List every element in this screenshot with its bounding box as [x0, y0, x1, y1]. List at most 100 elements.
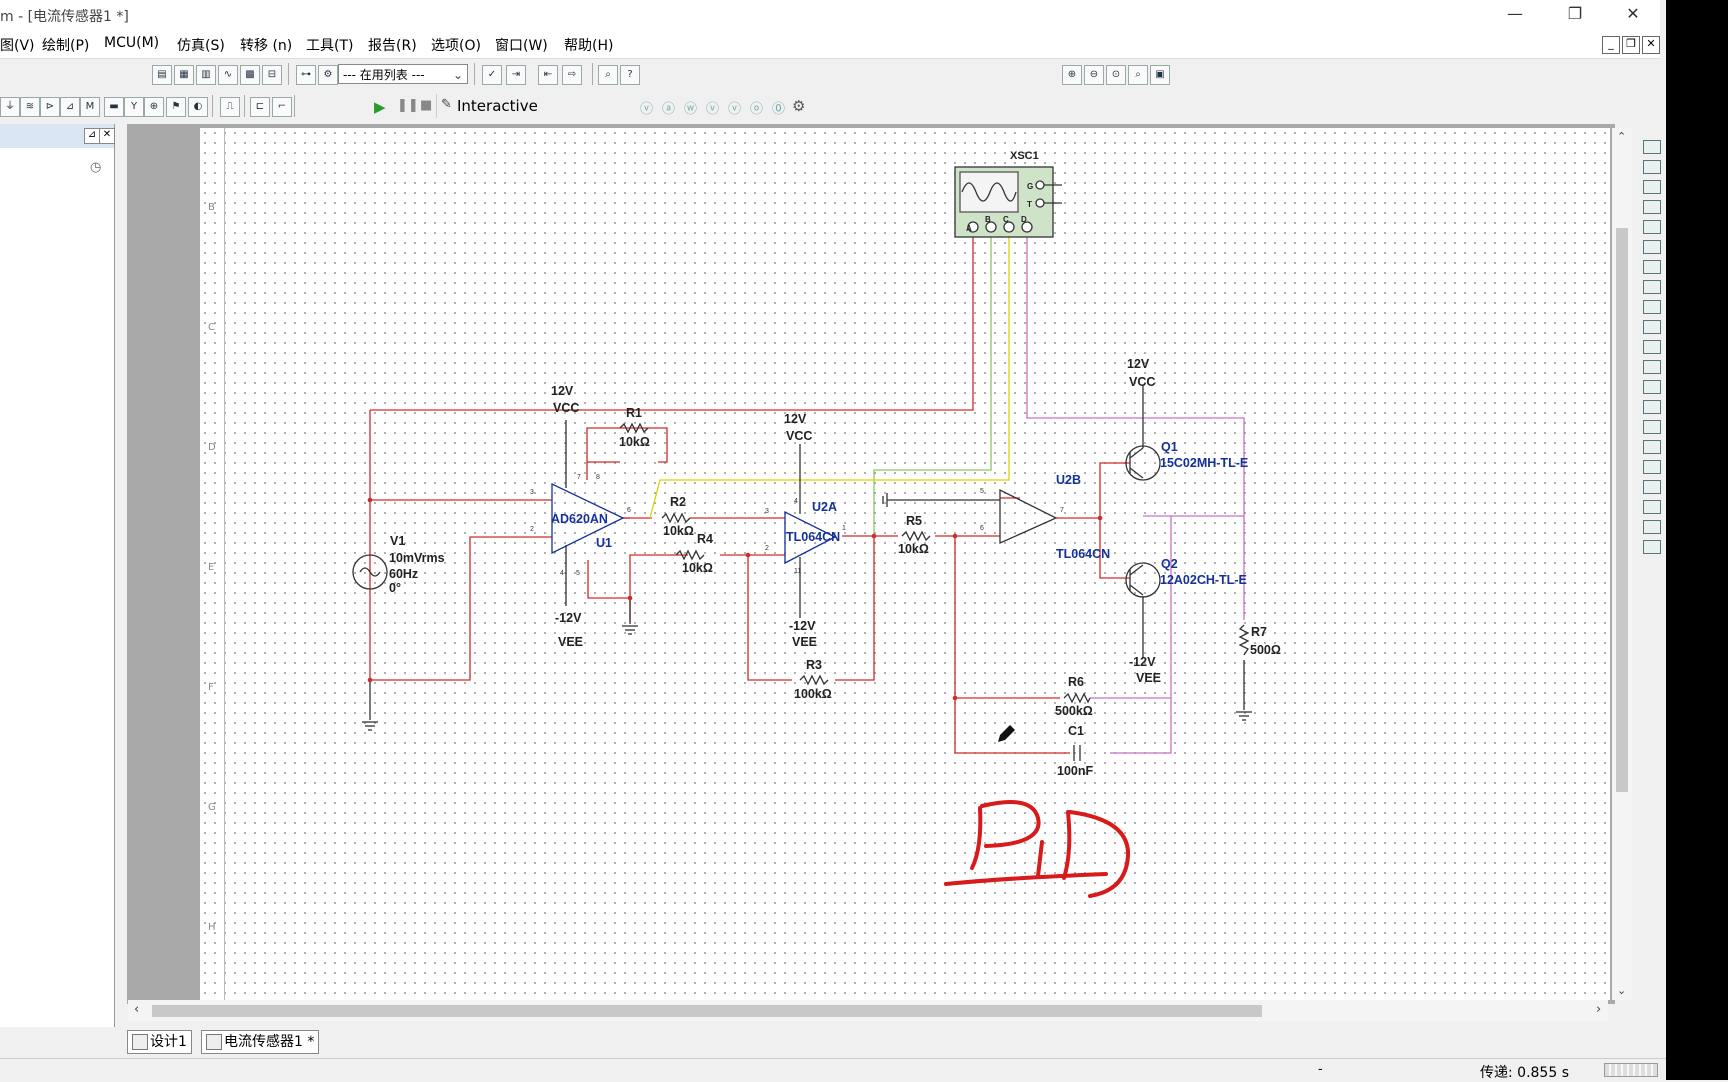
antenna-icon[interactable]: Y: [124, 97, 144, 117]
bus-icon[interactable]: ⌐: [272, 97, 292, 117]
wire[interactable]: [370, 536, 552, 681]
probe-current-icon[interactable]: ⓐ: [662, 102, 676, 117]
spreadsheet-icon[interactable]: ▩: [240, 65, 260, 85]
four-channel-oscilloscope-icon[interactable]: [1643, 220, 1661, 234]
window-restore-button[interactable]: ❐: [1567, 4, 1583, 23]
menu-help[interactable]: 帮助(H): [564, 38, 614, 54]
logic-converter-icon[interactable]: [1643, 320, 1661, 334]
opamp-u1-symbol[interactable]: [551, 482, 625, 555]
mdi-restore-button[interactable]: ❐: [1622, 36, 1640, 54]
transistor-q1[interactable]: [1125, 445, 1161, 481]
find-examples-icon[interactable]: ⌕: [598, 65, 618, 85]
current-probe-icon[interactable]: [1643, 540, 1661, 554]
oscilloscope-icon[interactable]: [1643, 200, 1661, 214]
run-simulation-icon[interactable]: ▶: [374, 98, 386, 116]
folder-icon[interactable]: ◷: [90, 160, 102, 175]
opamp-u2a-symbol[interactable]: [784, 510, 837, 565]
agilent-generator-icon[interactable]: [1643, 420, 1661, 434]
scroll-left-icon[interactable]: ‹: [134, 1002, 140, 1017]
wire[interactable]: [1110, 516, 1172, 754]
hierarchical-block-icon[interactable]: ⊏: [250, 97, 270, 117]
transistor-icon[interactable]: ⊿: [60, 97, 80, 117]
horizontal-scrollbar[interactable]: ‹ ›: [128, 1000, 1608, 1022]
window-close-button[interactable]: ✕: [1626, 4, 1640, 23]
transfer-icon[interactable]: ⇥: [506, 65, 526, 85]
help-icon[interactable]: ?: [620, 65, 640, 85]
indicator-icon[interactable]: ▬: [104, 97, 124, 117]
spectrum-analyzer-icon[interactable]: [1643, 380, 1661, 394]
window-minimize-button[interactable]: —: [1507, 4, 1523, 23]
close-icon[interactable]: ✕: [99, 128, 115, 144]
iv-analyzer-icon[interactable]: [1643, 340, 1661, 354]
pause-simulation-icon[interactable]: ❚❚: [397, 98, 419, 113]
diode-icon[interactable]: ⊳: [40, 97, 60, 117]
bode-plotter-icon[interactable]: [1643, 240, 1661, 254]
agilent-multimeter-icon[interactable]: [1643, 440, 1661, 454]
zoom-area-icon[interactable]: ⊙: [1106, 65, 1126, 85]
horizontal-scroll-thumb[interactable]: [152, 1005, 1262, 1017]
stop-simulation-icon[interactable]: ■: [420, 98, 433, 113]
wire[interactable]: [1099, 462, 1130, 518]
scroll-right-icon[interactable]: ›: [1596, 1002, 1602, 1017]
grapher-icon[interactable]: ∿: [218, 65, 238, 85]
tab-design1[interactable]: 设计1: [127, 1030, 192, 1054]
page-icon[interactable]: ▤: [152, 65, 172, 85]
menu-view[interactable]: 图(V): [0, 38, 35, 54]
misc-icon[interactable]: M: [80, 97, 100, 117]
menu-mcu[interactable]: MCU(M): [104, 35, 160, 51]
transistor-q2[interactable]: [1125, 562, 1161, 598]
menu-simulate[interactable]: 仿真(S): [177, 38, 225, 54]
menu-window[interactable]: 窗口(W): [495, 38, 548, 54]
capacitor-c1[interactable]: [1073, 745, 1081, 761]
network-analyzer-icon[interactable]: [1643, 400, 1661, 414]
ac-source-symbol[interactable]: [352, 554, 388, 590]
schematic-canvas[interactable]: [200, 128, 1610, 1000]
in-use-list-dropdown[interactable]: --- 在用列表 --- ⌄: [338, 64, 468, 84]
gear-icon[interactable]: ⚙: [792, 97, 806, 115]
scope-wire-c[interactable]: [649, 236, 1010, 519]
wire[interactable]: [835, 536, 875, 681]
sheet-icon[interactable]: ▥: [196, 65, 216, 85]
menu-transfer[interactable]: 转移 (n): [240, 38, 293, 54]
probe-settings-icon[interactable]: ⓪: [772, 102, 786, 117]
back-annotate-icon[interactable]: ⇤: [538, 65, 558, 85]
probe-digital-icon[interactable]: ⓞ: [750, 102, 764, 117]
wire[interactable]: [587, 560, 630, 599]
menu-reports[interactable]: 报告(R): [368, 38, 417, 54]
resistor-r3[interactable]: [799, 674, 829, 686]
probe-voltage-icon[interactable]: ⓥ: [640, 102, 654, 117]
frequency-counter-icon[interactable]: [1643, 260, 1661, 274]
simulation-mode-selector[interactable]: ✎ Interactive: [436, 94, 623, 118]
rf-icon[interactable]: ⚑: [166, 97, 186, 117]
wire[interactable]: [586, 427, 668, 480]
source-icon[interactable]: ⏚: [0, 97, 20, 117]
tektronix-oscilloscope-icon[interactable]: [1643, 480, 1661, 494]
probe-power-icon[interactable]: ⓦ: [684, 102, 698, 117]
resistor-r5[interactable]: [901, 530, 931, 542]
wire[interactable]: [1026, 236, 1245, 620]
menu-options[interactable]: 选项(O): [431, 38, 481, 54]
oscilloscope-xsc1[interactable]: [954, 166, 1062, 238]
erc-icon[interactable]: ✓: [482, 65, 502, 85]
resistor-r6[interactable]: [1063, 692, 1091, 704]
distortion-analyzer-icon[interactable]: [1643, 360, 1661, 374]
resistor-r1[interactable]: [619, 422, 649, 434]
menu-tools[interactable]: 工具(T): [306, 38, 354, 54]
resistor-r4[interactable]: [675, 549, 705, 561]
scope-wire-b[interactable]: [873, 236, 992, 536]
pin-icon[interactable]: ⊿: [84, 128, 100, 144]
menu-draw[interactable]: 绘制(P): [42, 38, 90, 54]
wire[interactable]: [954, 536, 1070, 754]
database-icon[interactable]: ⊟: [262, 65, 282, 85]
zoom-sheet-icon[interactable]: ⌕: [1128, 65, 1148, 85]
logic-analyzer-icon[interactable]: [1643, 300, 1661, 314]
probe-diff-icon[interactable]: ⓥ: [706, 102, 720, 117]
scroll-up-icon[interactable]: ⌃: [1617, 130, 1627, 143]
agilent-oscilloscope-icon[interactable]: [1643, 460, 1661, 474]
vertical-scroll-thumb[interactable]: [1616, 228, 1628, 792]
wire[interactable]: [370, 236, 974, 411]
function-generator-icon[interactable]: [1643, 160, 1661, 174]
wire[interactable]: [629, 554, 688, 598]
multimeter-icon[interactable]: [1643, 140, 1661, 154]
ni-elvis-icon[interactable]: [1643, 520, 1661, 534]
